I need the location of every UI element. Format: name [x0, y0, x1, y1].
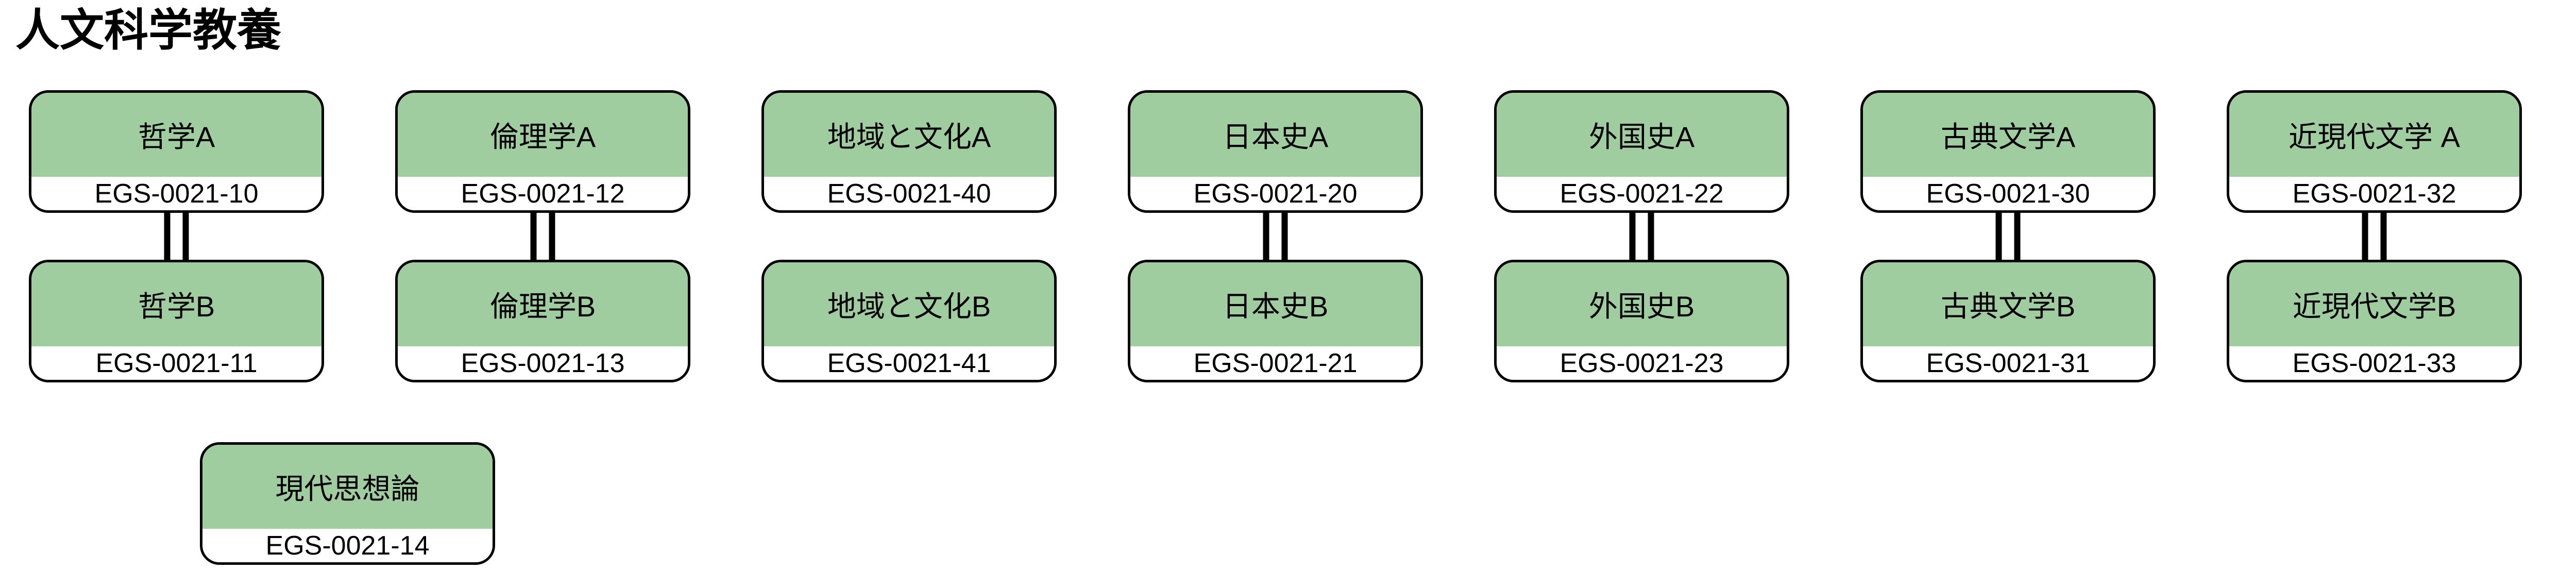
node-code: EGS-0021-31	[1863, 346, 2153, 380]
node-title: 外国史A	[1497, 93, 1787, 177]
node-code: EGS-0021-20	[1130, 177, 1420, 210]
page-title: 人文科学教養	[15, 6, 281, 55]
node-title: 日本史B	[1130, 262, 1420, 346]
node-code: EGS-0021-23	[1497, 346, 1787, 380]
node-code: EGS-0021-11	[31, 346, 321, 380]
node-code: EGS-0021-21	[1130, 346, 1420, 380]
node-code: EGS-0021-40	[764, 177, 1054, 210]
node-title: 現代思想論	[202, 445, 493, 529]
node-code: EGS-0021-22	[1497, 177, 1787, 210]
node-code: EGS-0021-12	[398, 177, 688, 210]
node-code: EGS-0021-41	[764, 346, 1054, 380]
node-title: 外国史B	[1497, 262, 1787, 346]
node-title: 地域と文化B	[764, 262, 1054, 346]
node-code: EGS-0021-32	[2229, 177, 2519, 210]
node-title: 古典文学B	[1863, 262, 2153, 346]
node-title: 近現代文学B	[2229, 262, 2519, 346]
node-title: 日本史A	[1130, 93, 1420, 177]
node-title: 哲学A	[31, 93, 321, 177]
node-title: 倫理学B	[398, 262, 688, 346]
node-code: EGS-0021-14	[202, 529, 493, 562]
node-title: 地域と文化A	[764, 93, 1054, 177]
node-code: EGS-0021-33	[2229, 346, 2519, 380]
node-title: 哲学B	[31, 262, 321, 346]
node-code: EGS-0021-10	[31, 177, 321, 210]
node-code: EGS-0021-13	[398, 346, 688, 380]
node-title: 古典文学A	[1863, 93, 2153, 177]
node-title: 倫理学A	[398, 93, 688, 177]
node-code: EGS-0021-30	[1863, 177, 2153, 210]
node-title: 近現代文学 A	[2229, 93, 2519, 177]
